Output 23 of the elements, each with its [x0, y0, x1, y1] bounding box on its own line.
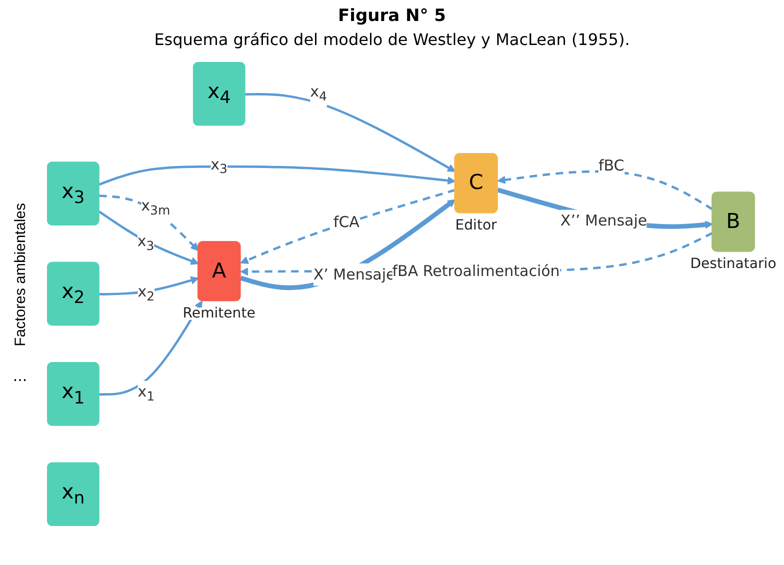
- edge-label: x$_{1}$: [138, 382, 155, 404]
- arrow: [497, 170, 714, 210]
- edge-label: X’’ Mensaje: [560, 212, 648, 230]
- edge-label: x$_{3}$: [137, 232, 154, 254]
- edge-label: fCA: [333, 212, 360, 231]
- arrow: [245, 93, 456, 172]
- edge-label: x$_{3m}$: [141, 196, 170, 218]
- node-caption: Destinatario: [690, 256, 776, 272]
- edge-label: x$_{3}$: [210, 155, 228, 177]
- node-caption: Editor: [455, 218, 497, 234]
- arrow: [98, 210, 199, 265]
- axis-label: Factores ambientales: [12, 203, 28, 347]
- edge-label: x$_{2}$: [138, 282, 155, 304]
- arrow: [98, 165, 456, 186]
- arrow: [99, 300, 202, 396]
- figure-caption: Esquema gráfico del modelo de Westley y MacLean (1955).: [154, 30, 630, 49]
- figure-title: Figura N° 5: [338, 6, 446, 26]
- arrow: [240, 188, 456, 264]
- arrow: [240, 199, 456, 290]
- edge-label: fBC: [598, 156, 624, 174]
- arrow: [99, 194, 199, 251]
- edge-label: x$_{4}$: [310, 82, 327, 104]
- ellipsis-label: ...: [12, 366, 28, 385]
